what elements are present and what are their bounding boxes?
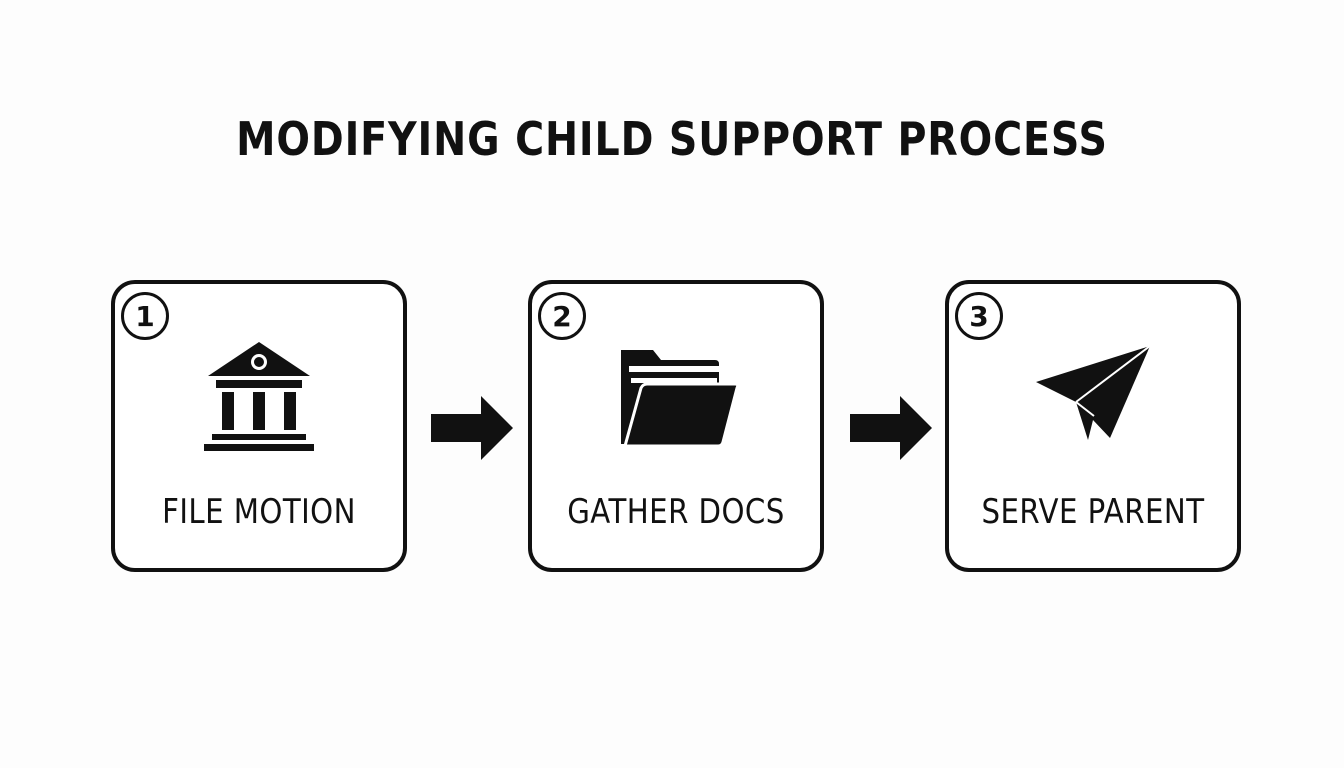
diagram-title: MODIFYING CHILD SUPPORT PROCESS bbox=[236, 112, 1108, 166]
folder-icon bbox=[621, 350, 740, 448]
paper-plane-icon bbox=[1036, 345, 1151, 440]
step-1-label: FILE MOTION bbox=[162, 492, 356, 532]
courthouse-icon bbox=[204, 342, 314, 451]
right-arrow-icon bbox=[431, 396, 513, 460]
step-3-card: 3 SERVE PARENT bbox=[945, 280, 1241, 572]
step-3-number-badge: 3 bbox=[955, 292, 1003, 340]
right-arrow-icon bbox=[850, 396, 932, 460]
step-2-number-badge: 2 bbox=[538, 292, 586, 340]
step-2-card: 2 GATHER DOCS bbox=[528, 280, 824, 572]
step-3-label: SERVE PARENT bbox=[981, 492, 1205, 532]
step-1-card: 1 FILE MOTION bbox=[111, 280, 407, 572]
step-1-number-badge: 1 bbox=[121, 292, 169, 340]
step-2-label: GATHER DOCS bbox=[567, 492, 785, 532]
